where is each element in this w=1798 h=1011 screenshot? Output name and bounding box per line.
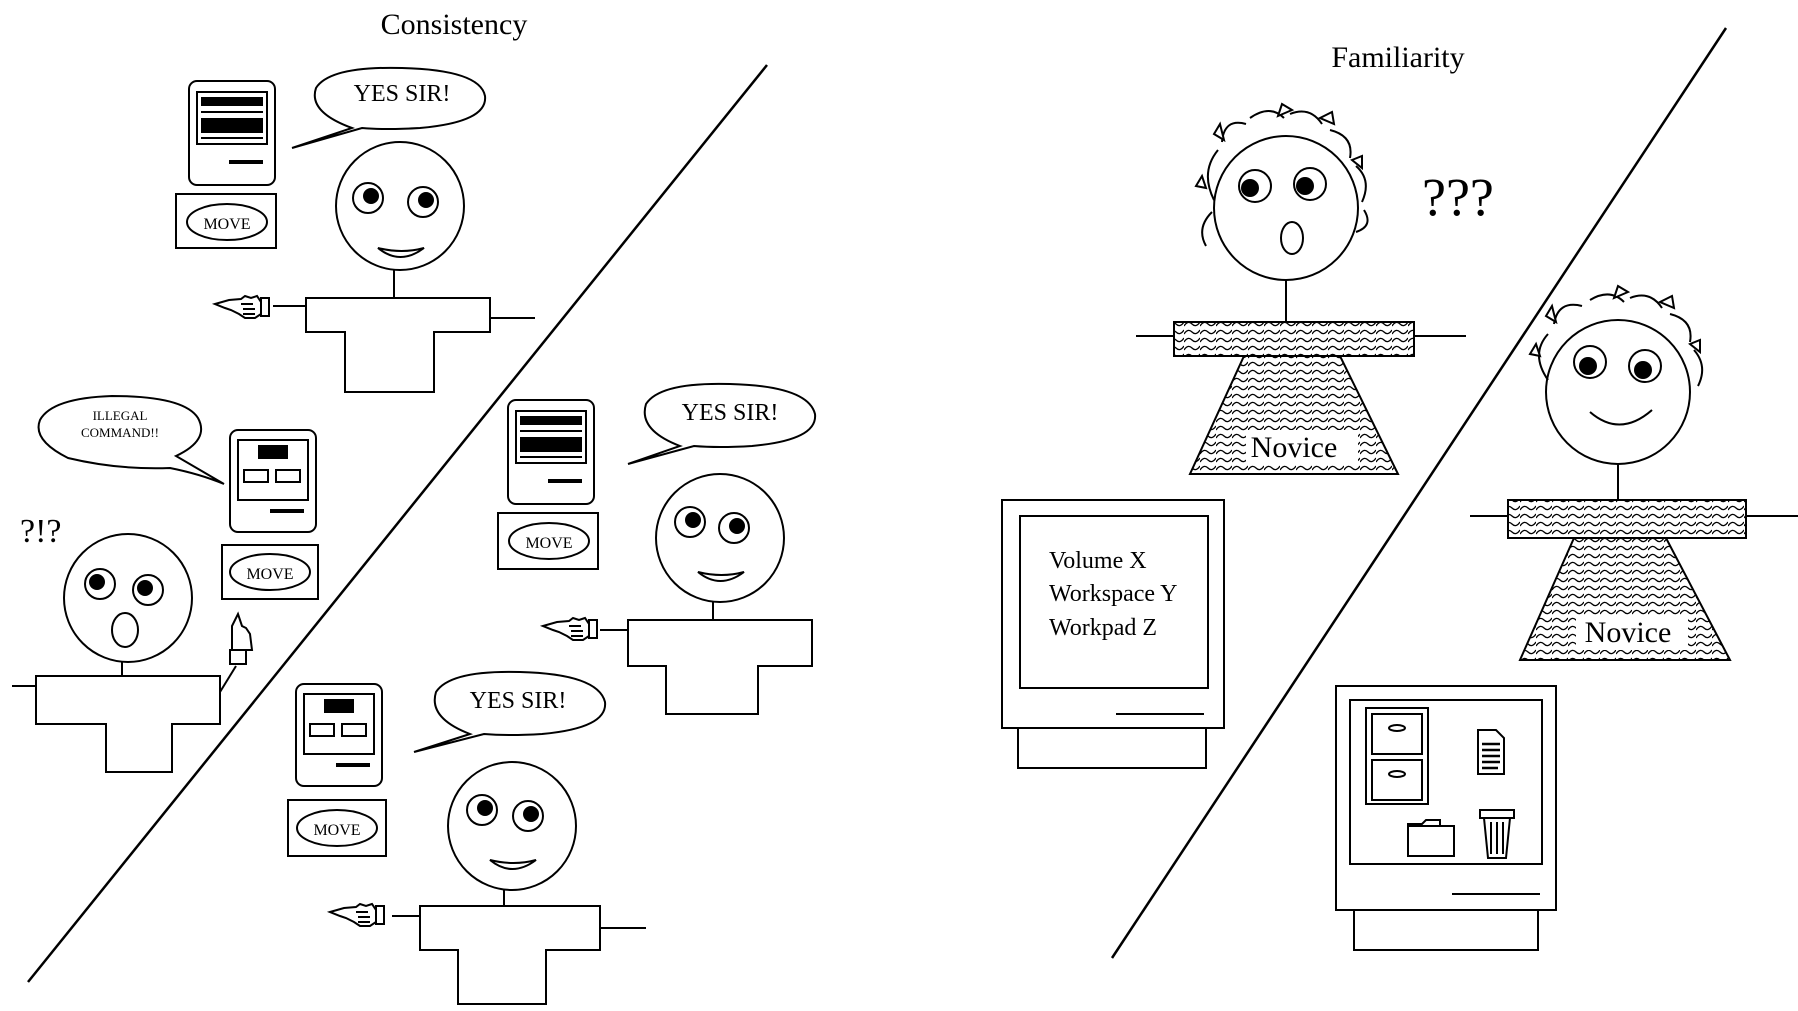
happy-user-1 [214,141,535,393]
obedient-computer-1: MOVE [175,80,277,249]
speech-bubble-yes-sir-3: YES SIR! [413,670,607,753]
confused-marks: ?!? [20,513,62,550]
panel-divider-left [27,64,768,983]
svg-text:ILLEGAL: ILLEGAL [93,408,148,423]
puzzled-novice: Novice [1136,102,1466,475]
obedient-computer-3: MOVE [287,683,387,857]
confused-user [12,533,254,773]
svg-text:COMMAND!!: COMMAND!! [81,425,159,440]
obedient-computer-2: MOVE [497,399,599,570]
folder-icon [1407,819,1455,857]
svg-text:MOVE: MOVE [313,822,360,839]
raised-hand-icon [229,611,254,665]
happy-user-3 [329,761,646,1005]
text-terminal: Volume X Workspace Y Workpad Z [1001,499,1225,769]
svg-text:MOVE: MOVE [525,535,572,552]
desktop-computer [1335,685,1557,951]
puzzled-marks: ??? [1422,167,1494,227]
speech-bubble-yes-sir-1: YES SIR! [291,66,487,149]
speech-bubble-illegal-command: ILLEGAL COMMAND!! [37,394,225,485]
svg-text:YES SIR!: YES SIR! [354,81,451,107]
happy-user-2 [542,473,813,715]
document-icon [1477,729,1505,775]
svg-text:YES SIR!: YES SIR! [470,688,567,714]
file-cabinet-icon [1365,707,1429,805]
rejecting-computer: MOVE [221,429,319,600]
happy-novice: Novice [1470,284,1798,661]
panel-divider-right [1110,27,1728,959]
move-key-label: MOVE [203,216,250,233]
consistency-title: Consistency [381,8,528,41]
screen-line-2: Workspace Y [1049,581,1177,607]
screen-line-1: Volume X [1049,548,1147,574]
novice-label-2: Novice [1585,616,1672,649]
novice-label-1: Novice [1251,431,1338,464]
svg-text:MOVE: MOVE [246,566,293,583]
consistency-panel: Consistency MOVE YES SIR! [12,8,817,1005]
familiarity-title: Familiarity [1331,41,1464,74]
screen-line-3: Workpad Z [1049,615,1157,641]
speech-bubble-yes-sir-2: YES SIR! [627,382,817,465]
pointing-hand-icon [214,295,270,319]
familiarity-panel: Familiarity Novice ??? Volume X W [1001,27,1798,959]
trash-can-icon [1479,809,1515,859]
svg-text:YES SIR!: YES SIR! [682,400,779,426]
